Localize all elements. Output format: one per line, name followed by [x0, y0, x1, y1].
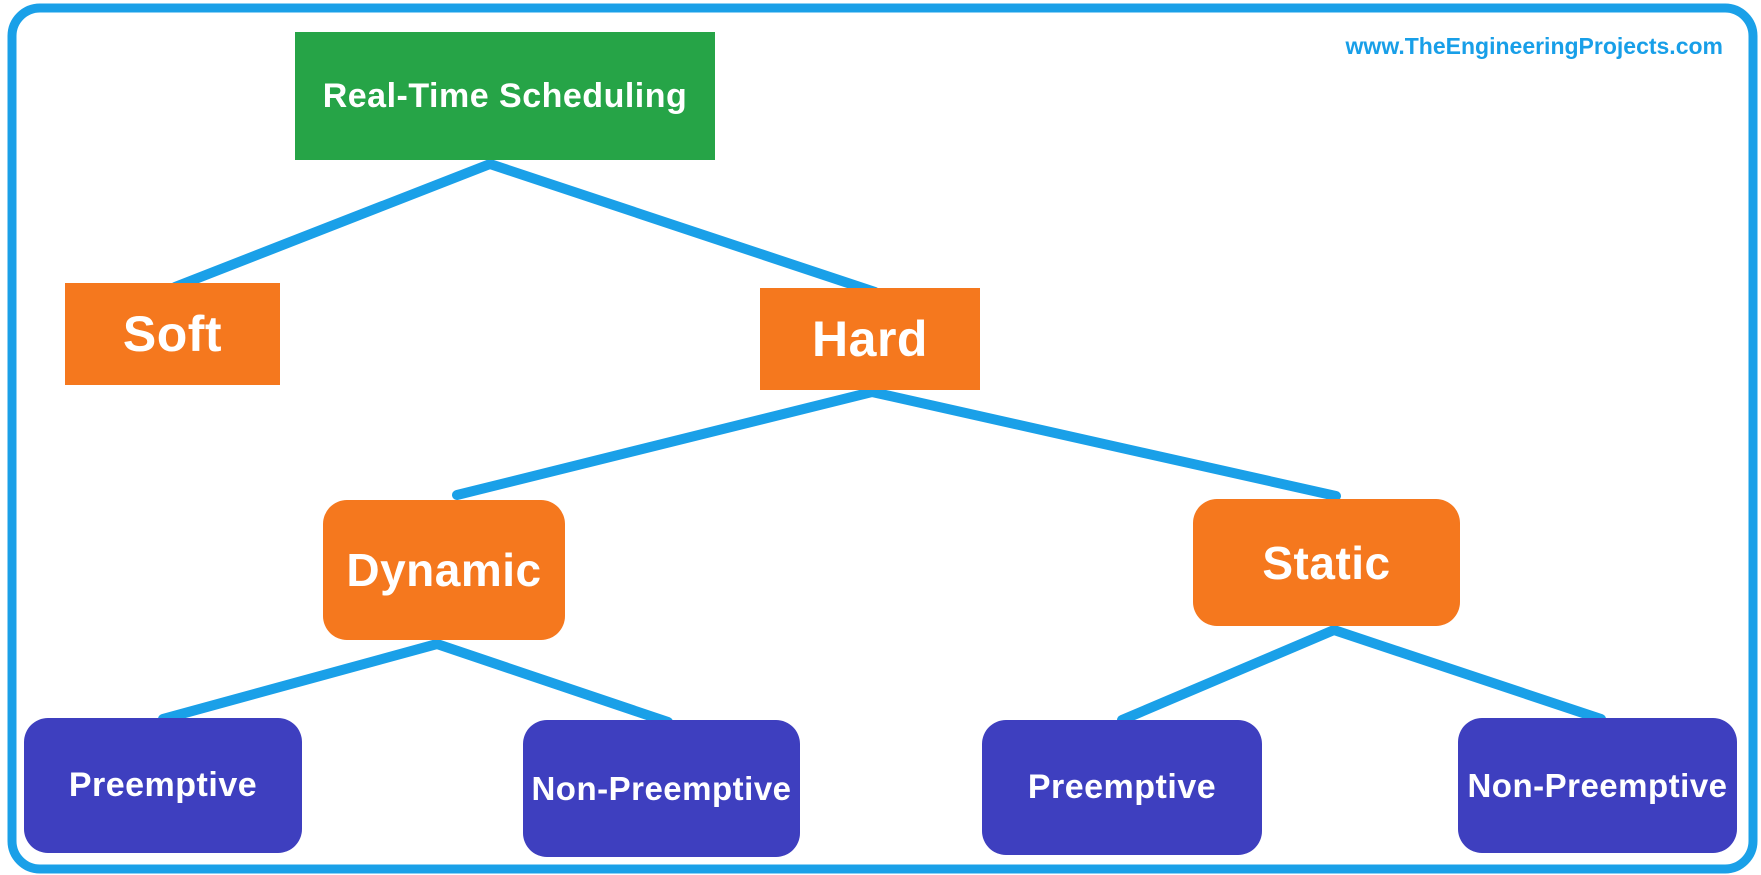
node-soft-label: Soft	[122, 306, 223, 362]
connector-static-preemptive	[1117, 625, 1339, 725]
node-static: Static	[1193, 499, 1460, 626]
node-dynamic-non-preemptive: Non-Preemptive	[523, 720, 800, 857]
node-dynamic-non-preemptive-label: Non-Preemptive	[531, 769, 792, 807]
outer-border	[7, 3, 1758, 874]
connector-static-non-preemptive	[1329, 625, 1606, 724]
node-hard-label: Hard	[812, 311, 928, 367]
node-real-time-scheduling: Real-Time Scheduling	[295, 32, 715, 160]
node-soft: Soft	[65, 283, 280, 385]
node-dynamic-preemptive-label: Preemptive	[68, 766, 258, 804]
connector-dynamic-preemptive	[158, 639, 442, 724]
node-dynamic-label: Dynamic	[346, 544, 542, 596]
watermark-url: www.TheEngineeringProjects.com	[1345, 33, 1723, 59]
node-static-preemptive: Preemptive	[982, 720, 1262, 855]
connector-root-hard	[485, 159, 880, 297]
node-static-preemptive-label: Preemptive	[1027, 768, 1217, 806]
node-static-non-preemptive: Non-Preemptive	[1458, 718, 1737, 853]
connector-hard-static	[867, 387, 1341, 501]
node-hard: Hard	[760, 288, 980, 390]
connector-dynamic-non-preemptive	[432, 639, 673, 727]
connector-hard-dynamic	[452, 387, 877, 500]
node-dynamic-preemptive: Preemptive	[24, 718, 302, 853]
node-real-time-scheduling-label: Real-Time Scheduling	[322, 76, 688, 115]
node-static-non-preemptive-label: Non-Preemptive	[1467, 766, 1728, 804]
connector-root-soft	[170, 159, 495, 292]
node-static-label: Static	[1262, 536, 1391, 589]
node-dynamic: Dynamic	[323, 500, 565, 640]
